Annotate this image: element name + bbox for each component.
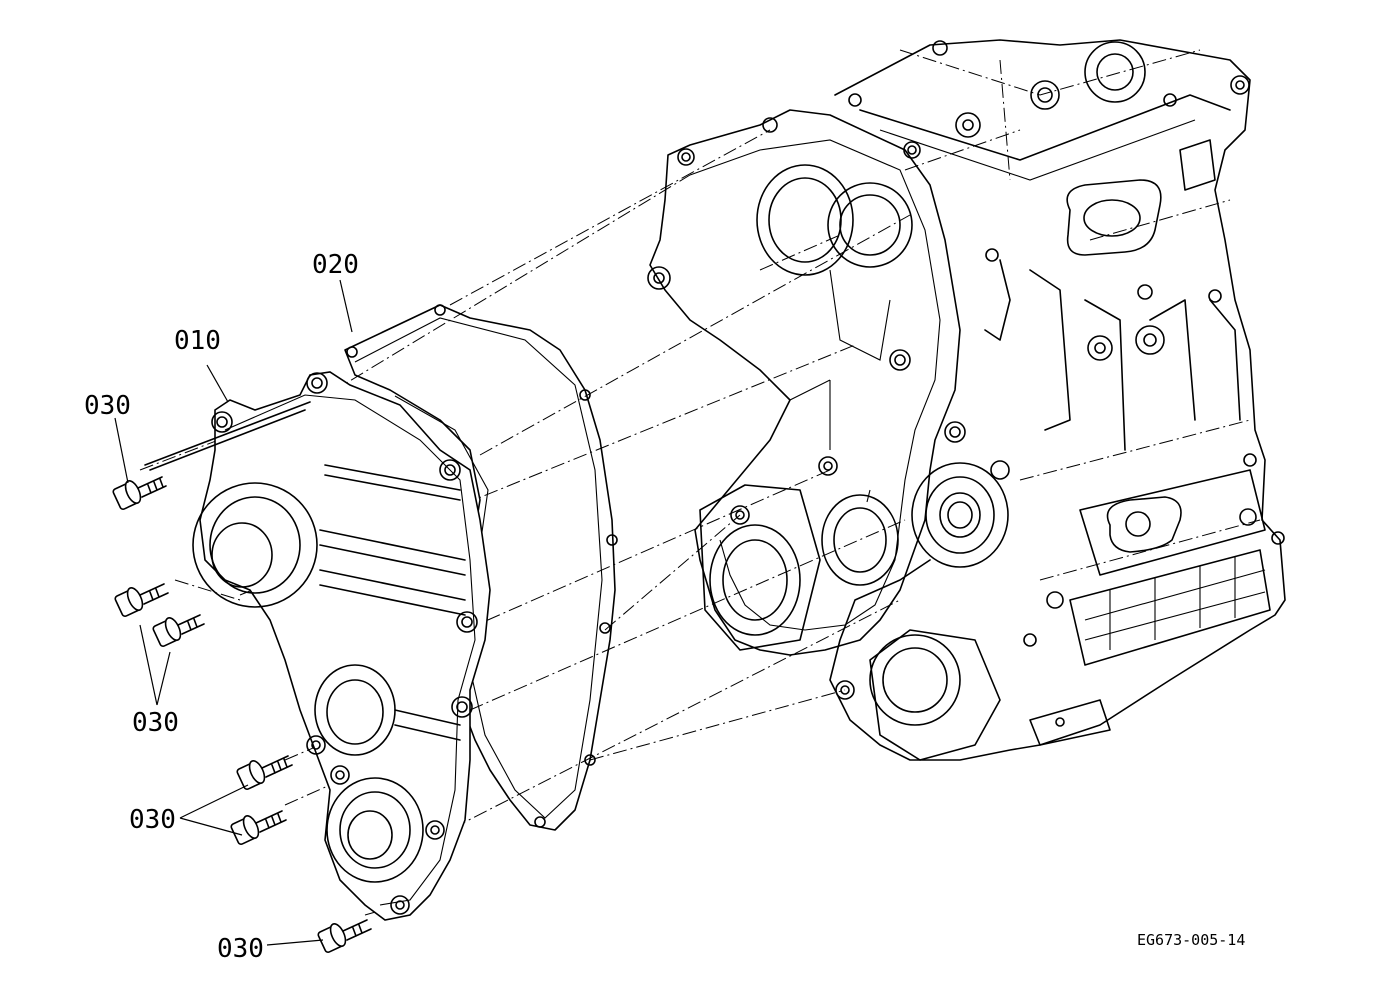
figure-code: EG673-005-14	[1137, 931, 1246, 949]
bolt-middle-a	[114, 583, 169, 618]
bolt-bottom	[317, 919, 372, 954]
callout-030-bolt-upper: 030	[84, 391, 131, 421]
callout-030-bolt-lower: 030	[129, 805, 176, 835]
bolt-middle-b	[152, 614, 205, 648]
bolt-lower-a	[236, 755, 293, 791]
callout-030-bolt-bottom: 030	[217, 934, 264, 964]
bolt-lower-b	[230, 810, 287, 846]
assembly-lines	[139, 129, 911, 916]
leader-lines	[114, 279, 353, 946]
callout-020-gasket: 020	[312, 250, 359, 280]
bolt-upper	[112, 476, 167, 511]
engine-block	[829, 39, 1286, 761]
gear-case-cover	[144, 371, 491, 921]
callout-030-bolt-middle: 030	[132, 708, 179, 738]
callout-010-gear-case-cover: 010	[174, 326, 221, 356]
timing-gear-housing	[647, 109, 1064, 761]
gasket	[344, 304, 618, 831]
